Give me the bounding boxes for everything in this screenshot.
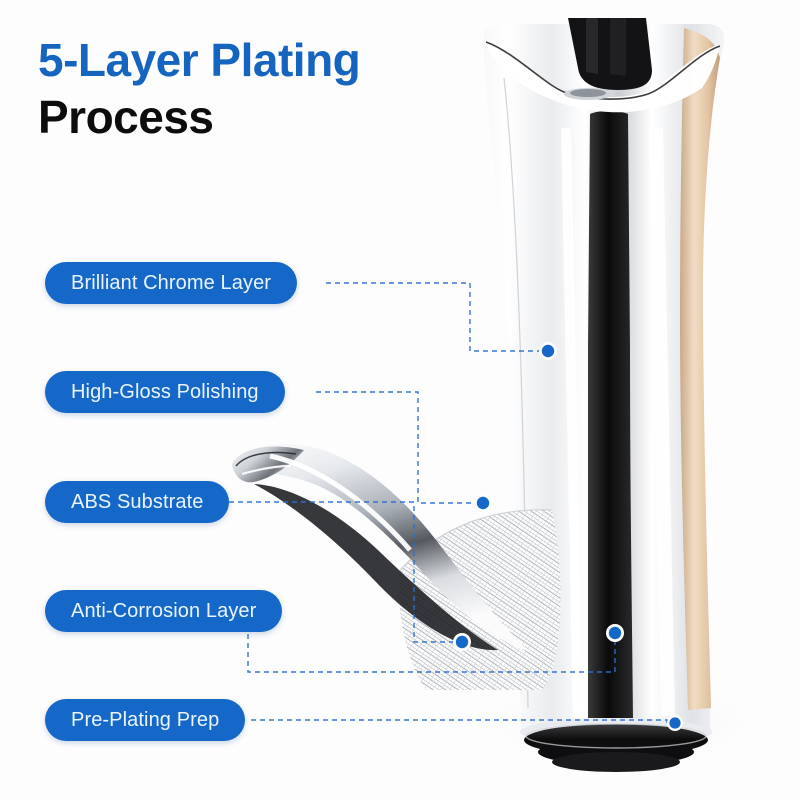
layer-pill-brilliant-chrome-layer[interactable]: Brilliant Chrome Layer [45, 262, 298, 304]
spout-sweep [234, 443, 530, 652]
cutaway-spout-layers [232, 443, 561, 690]
title-line-1: 5-Layer Plating [38, 34, 361, 86]
faucet-gold-accent [680, 28, 720, 710]
layer-pill-pre-plating-prep[interactable]: Pre-Plating Prep [45, 699, 246, 741]
layer-pill-label: Anti-Corrosion Layer [71, 599, 257, 622]
layer-pill-label: ABS Substrate [71, 490, 204, 513]
layer-pill-label: Pre-Plating Prep [71, 708, 220, 731]
title-line-2: Process [38, 91, 214, 143]
product-image-faucet [480, 18, 760, 772]
layer-pill-high-gloss-polishing[interactable]: High-Gloss Polishing [45, 371, 285, 413]
faucet-dark-spine [588, 111, 633, 718]
layer-pill-label: Brilliant Chrome Layer [71, 271, 272, 294]
layer-pill-abs-substrate[interactable]: ABS Substrate [45, 481, 230, 523]
layer-pill-label: High-Gloss Polishing [71, 380, 259, 403]
layer-pill-anti-corrosion-layer[interactable]: Anti-Corrosion Layer [45, 590, 283, 632]
page-title: 5-Layer Plating Process [38, 32, 508, 146]
